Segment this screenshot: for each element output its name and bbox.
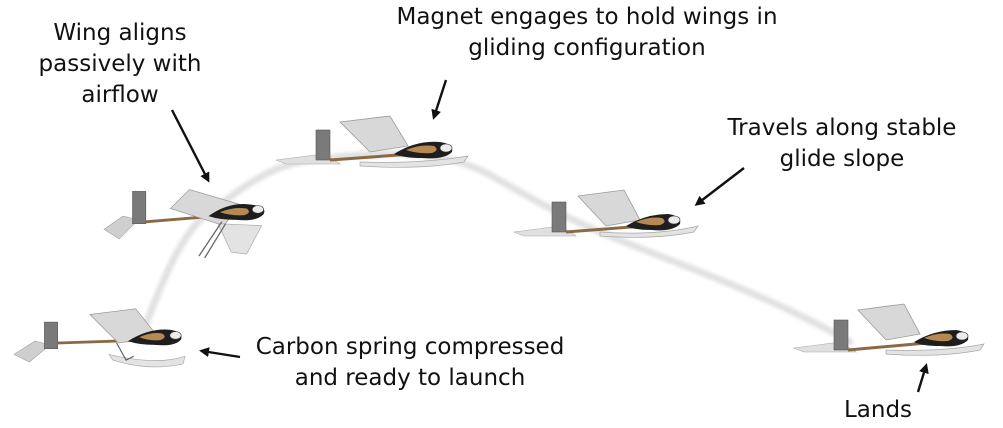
glider-wing-align bbox=[103, 189, 265, 259]
label-wing-aligns: Wing aligns passively with airflow bbox=[38, 20, 202, 108]
label-magnet-engages: Magnet engages to hold wings in gliding … bbox=[396, 4, 778, 61]
arrow-wing-aligns bbox=[170, 109, 210, 183]
label-carbon-spring: Carbon spring compressed and ready to la… bbox=[255, 334, 565, 391]
label-travels-glide-slope: Travels along stable glide slope bbox=[727, 115, 957, 172]
glider-glide bbox=[512, 189, 699, 238]
label-lands: Lands bbox=[843, 397, 913, 423]
glider-landing bbox=[792, 303, 985, 356]
flight-trail bbox=[136, 150, 854, 346]
arrow-magnet bbox=[431, 79, 448, 120]
glider-apex bbox=[275, 115, 469, 168]
arrow-lands bbox=[916, 363, 929, 393]
arrow-travels bbox=[694, 167, 745, 206]
arrow-spring bbox=[199, 347, 241, 359]
glider-launch bbox=[13, 308, 186, 368]
